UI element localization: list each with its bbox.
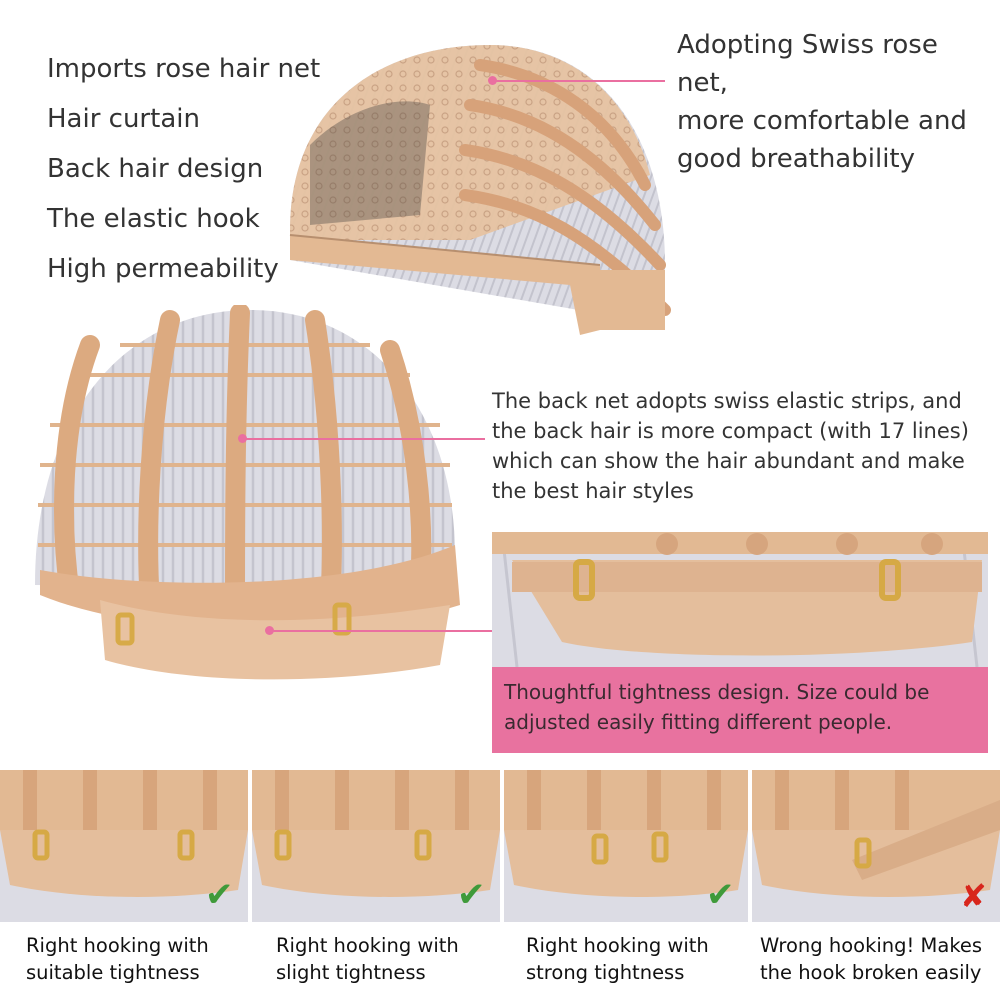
caption-line: Right hooking with [26, 934, 209, 957]
tightness-info-box: Thoughtful tightness design. Size could … [492, 667, 988, 753]
feature-item: High permeability [47, 254, 279, 284]
feature-item: Imports rose hair net [47, 54, 321, 84]
callout-line: the best hair styles [492, 479, 694, 503]
callout-leader-line [495, 80, 665, 82]
hook-panel-slight: ✔ [252, 770, 500, 922]
caption-line: Right hooking with [276, 934, 459, 957]
caption-wrong: Wrong hooking! Makes the hook broken eas… [760, 932, 998, 986]
caption-line: the hook broken easily [760, 961, 982, 984]
feature-list: Imports rose hair net Hair curtain Back … [47, 44, 327, 294]
hook-panel-strong: ✔ [504, 770, 748, 922]
callout-marker [265, 626, 274, 635]
callout-line: The back net adopts swiss elastic strips… [492, 389, 962, 413]
check-icon: ✔ [457, 875, 486, 915]
callout-back-net: The back net adopts swiss elastic strips… [492, 386, 992, 506]
feature-item: Back hair design [47, 154, 264, 184]
feature-item: Hair curtain [47, 104, 200, 134]
callout-line: which can show the hair abundant and mak… [492, 449, 965, 473]
check-icon: ✔ [706, 875, 735, 915]
caption-suitable: Right hooking with suitable tightness [26, 932, 250, 986]
wig-cap-back-image [35, 305, 460, 680]
hook-panel-suitable: ✔ [0, 770, 248, 922]
cross-icon: ✘ [960, 877, 987, 915]
caption-line: Wrong hooking! Makes [760, 934, 983, 957]
caption-strong: Right hooking with strong tightness [526, 932, 750, 986]
check-icon: ✔ [205, 875, 234, 915]
caption-line: slight tightness [276, 961, 426, 984]
callout-line: good breathability [677, 144, 915, 174]
callout-line: Adopting Swiss rose net, [677, 30, 938, 98]
caption-line: strong tightness [526, 961, 685, 984]
callout-leader-line [245, 438, 485, 440]
callout-leader-line [272, 630, 492, 632]
caption-line: suitable tightness [26, 961, 200, 984]
wig-cap-front-image [289, 45, 671, 335]
callout-marker [238, 434, 247, 443]
callout-swiss-net: Adopting Swiss rose net, more comfortabl… [677, 26, 992, 178]
callout-line: more comfortable and [677, 106, 967, 136]
hook-closeup-image [492, 532, 988, 667]
callout-marker [488, 76, 497, 85]
info-line: adjusted easily fitting different people… [504, 710, 893, 734]
feature-item: The elastic hook [47, 204, 260, 234]
info-line: Thoughtful tightness design. Size could … [504, 680, 930, 704]
caption-line: Right hooking with [526, 934, 709, 957]
hook-panel-wrong: ✘ [752, 770, 1000, 922]
callout-line: the back hair is more compact (with 17 l… [492, 419, 969, 443]
caption-slight: Right hooking with slight tightness [276, 932, 500, 986]
